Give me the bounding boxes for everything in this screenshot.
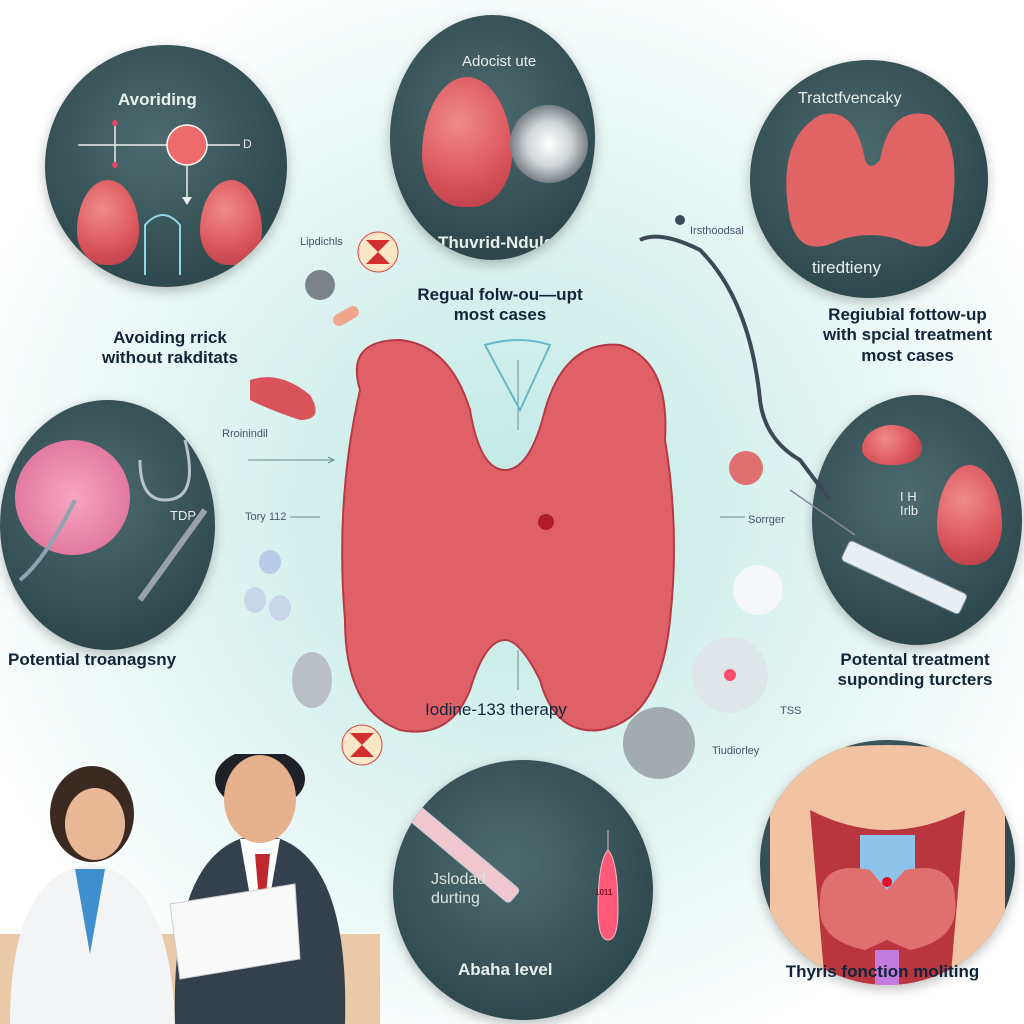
thyroid-nodule: [422, 77, 512, 207]
thyroid-gland-small: [786, 113, 955, 247]
thyroid-nodule: [862, 425, 922, 465]
vial-label: 1011: [595, 888, 613, 897]
caption-line: Regual folw-ou—upt: [417, 285, 583, 304]
label-line: Jslodad: [431, 871, 487, 888]
caption-line: most cases: [453, 305, 547, 325]
pill-icon: [244, 587, 266, 613]
panel-neck-anatomy: [760, 740, 1015, 985]
panel-title: Tratctfvencaky: [798, 90, 902, 107]
stethoscope-chestpiece-icon: [510, 105, 588, 183]
sphere-icon: [623, 707, 695, 779]
panel-potential-diagnosis: TDP: [0, 400, 215, 650]
thyroid-lobe-left: [77, 180, 139, 265]
panel-subtitle: Abaha level: [458, 960, 553, 979]
panel-avoiding: Avoriding D: [45, 45, 287, 287]
doctor-patient-illustration: [0, 754, 380, 1024]
caption-iodine-therapy: Iodine-133 therapy: [425, 700, 567, 719]
annotation: Lipdichls: [300, 236, 343, 248]
caption-line: Regiubial fottow-up: [828, 305, 987, 324]
panel-label: I H Irlb: [900, 489, 919, 519]
sphere-icon: [292, 652, 332, 708]
panel-label: Jslodad durting: [431, 870, 486, 908]
sphere-icon: [305, 270, 335, 300]
pill-icon: [259, 550, 281, 574]
nodule-icon: [250, 377, 316, 420]
nodule-icon: [729, 451, 763, 485]
syringe-icon: [402, 801, 619, 941]
caption-line: without rakditats: [101, 348, 238, 368]
caption-line: Potental treatment: [840, 650, 990, 669]
central-thyroid-gland: [341, 338, 675, 733]
panel-subtitle: Thuvrid-Ndules: [438, 233, 563, 252]
caption-thyroid-monitoring: Thyris fonction moliting: [785, 962, 980, 981]
annotation: TSS: [780, 705, 802, 717]
annotation: Tiudiorley: [712, 745, 760, 757]
stethoscope-tube: [639, 234, 832, 502]
diagram-lines: [78, 120, 240, 275]
thyroid-lobe-right: [200, 180, 262, 265]
caption-regular-followup: Regual folw-ou—upt most cases: [380, 285, 620, 326]
caption-line: with spcial treatment: [822, 325, 993, 345]
panel-label: TDP: [170, 508, 196, 523]
caption-line: suponding turcters: [837, 670, 993, 690]
stethoscope-icon: [18, 439, 208, 602]
doctor-coat: [10, 864, 175, 1024]
panel-title: Adocist ute: [462, 53, 537, 70]
tissue-sample-dish: [15, 440, 130, 555]
pill-icon: [333, 306, 359, 326]
caption-line: most cases: [861, 345, 954, 365]
caption-avoiding: Avoiding rrick without rakditats: [40, 328, 300, 369]
label-line: I H: [900, 489, 917, 504]
panel-title: Avoriding: [118, 90, 197, 109]
label-line: Irlb: [900, 503, 919, 519]
label-line: durting: [431, 890, 480, 908]
panel-thyroid-nodules: Adocist ute Thuvrid-Ndules: [390, 15, 595, 260]
panel-subtitle: tiredtieny: [812, 258, 881, 277]
caption-special-treatment: Regiubial fottow-up with spcial treatmen…: [795, 305, 1020, 366]
panel-treatment: Tratctfvencaky tiredtieny: [750, 60, 988, 298]
man-face: [224, 755, 296, 843]
thyroid-outline-icon: [483, 339, 552, 413]
panel-potential-treatment: I H Irlb: [812, 395, 1022, 645]
annotation: Sorrger: [748, 514, 785, 526]
annotation: Tory 112: [245, 511, 287, 523]
annotation: Rroinindil: [222, 428, 268, 440]
label-d: D: [243, 137, 252, 151]
caption-potential-treatment: Potental treatment suponding turcters: [810, 650, 1020, 691]
caption-potential: Potential troanagsny: [8, 650, 177, 669]
doctor-face: [65, 788, 125, 860]
thyroid-nodule: [937, 465, 1002, 565]
caption-line: Avoiding rrick: [113, 328, 227, 347]
neck-thyroid-illustration: [770, 745, 1005, 985]
syringe-icon: [841, 540, 968, 615]
tablet-icon: [733, 565, 783, 615]
radiation-icon: [357, 231, 399, 273]
document-icon: [169, 883, 301, 980]
panel-iodine-level: 1011 Jslodad durting Abaha level: [393, 760, 653, 1020]
radiation-icon: [341, 724, 383, 766]
pill-icon: [269, 595, 291, 621]
annotation: Irsthoodsal: [690, 225, 744, 237]
